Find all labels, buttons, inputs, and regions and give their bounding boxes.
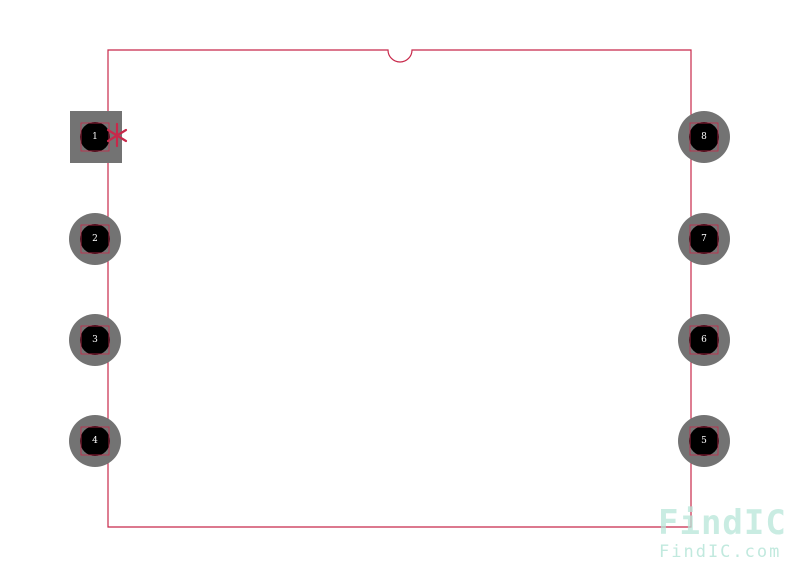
pin-7-label: 7: [701, 234, 707, 244]
watermark-url: FindIC.com: [659, 542, 781, 562]
pin-2-label: 2: [92, 234, 98, 244]
pin-7-pad: 7: [678, 213, 730, 265]
pin-4-label: 4: [92, 436, 98, 446]
pin-1-label: 1: [92, 132, 98, 142]
pin-8-pad: 8: [678, 111, 730, 163]
pin-5-label: 5: [701, 436, 707, 446]
pin-2-pad: 2: [69, 213, 121, 265]
pin-8-label: 8: [701, 132, 707, 142]
pin1-marker-icon: [106, 122, 128, 148]
watermark-logo: FindIC: [658, 503, 787, 543]
pin-3-pad: 3: [69, 314, 121, 366]
pin-3-label: 3: [92, 335, 98, 345]
pin-6-label: 6: [701, 335, 707, 345]
package-outline: [107, 49, 692, 528]
pin-5-pad: 5: [678, 415, 730, 467]
pin-6-pad: 6: [678, 314, 730, 366]
pin-4-pad: 4: [69, 415, 121, 467]
